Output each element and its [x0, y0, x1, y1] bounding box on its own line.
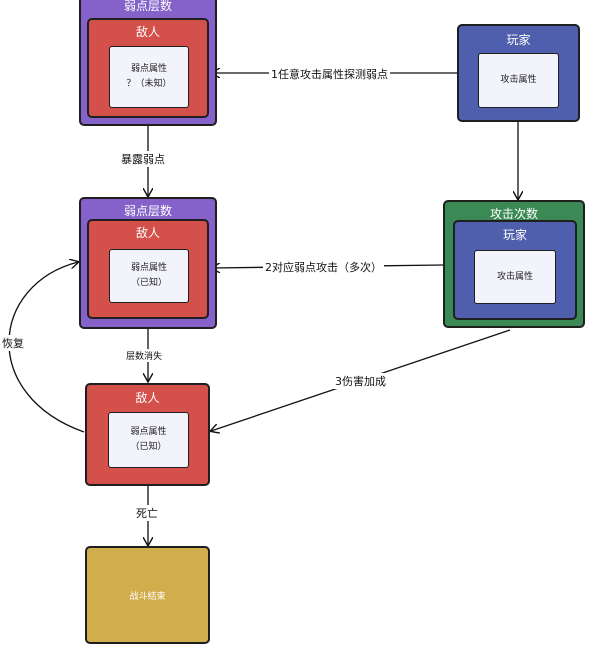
- enemy-box-bottom: 敌人 弱点属性 （已知）: [85, 383, 210, 486]
- enemy-title: 敌人: [135, 226, 160, 240]
- attack-times-box: 攻击次数 玩家 攻击属性: [443, 200, 585, 328]
- label-probe: 1任意攻击属性探测弱点: [269, 66, 390, 82]
- player-title: 玩家: [502, 228, 527, 242]
- label-death: 死亡: [134, 505, 160, 521]
- enemy-title: 敌人: [135, 391, 160, 405]
- label-recover: 恢复: [0, 335, 26, 351]
- weak-layers-title: 弱点层数: [123, 0, 172, 13]
- weak-attribute-state: （已知）: [130, 442, 167, 452]
- battle-end-box: 战斗结束: [85, 546, 210, 644]
- player-box-top: 玩家 攻击属性: [457, 24, 580, 122]
- weak-attribute-card: 弱点属性 （已知）: [109, 249, 189, 303]
- label-attack: 2对应弱点攻击（多次）: [263, 259, 384, 275]
- attack-attribute-label: 攻击属性: [496, 271, 533, 282]
- attack-times-title: 攻击次数: [489, 207, 538, 221]
- attack-attribute-card: 攻击属性: [478, 53, 559, 108]
- attack-attribute-label: 攻击属性: [500, 75, 537, 85]
- attack-attribute-card: 攻击属性: [474, 250, 556, 304]
- enemy-box: 敌人 弱点属性 （已知）: [87, 219, 209, 319]
- label-damage: 3伤害加成: [333, 373, 388, 389]
- weak-attribute-card: 弱点属性 ？（未知）: [109, 46, 189, 108]
- label-expose: 暴露弱点: [119, 151, 167, 167]
- weak-attribute-state: （已知）: [130, 278, 167, 288]
- weak-attribute-label: 弱点属性: [130, 263, 167, 273]
- weak-layers-box-mid: 弱点层数 敌人 弱点属性 （已知）: [79, 197, 217, 329]
- weak-layers-box-top: 弱点层数 敌人 弱点属性 ？（未知）: [79, 0, 217, 126]
- player-title: 玩家: [506, 33, 531, 47]
- weak-attribute-label: 弱点属性: [130, 64, 167, 74]
- label-layer-gone: 层数消失: [124, 349, 165, 362]
- enemy-title: 敌人: [135, 25, 160, 39]
- weak-layers-title: 弱点层数: [123, 204, 172, 218]
- weak-attribute-card: 弱点属性 （已知）: [108, 412, 189, 468]
- weak-attribute-label: 弱点属性: [130, 427, 167, 437]
- weak-attribute-state: ？（未知）: [126, 79, 172, 89]
- battle-end-label: 战斗结束: [129, 591, 166, 602]
- player-box: 玩家 攻击属性: [453, 220, 577, 320]
- enemy-box: 敌人 弱点属性 ？（未知）: [87, 18, 209, 118]
